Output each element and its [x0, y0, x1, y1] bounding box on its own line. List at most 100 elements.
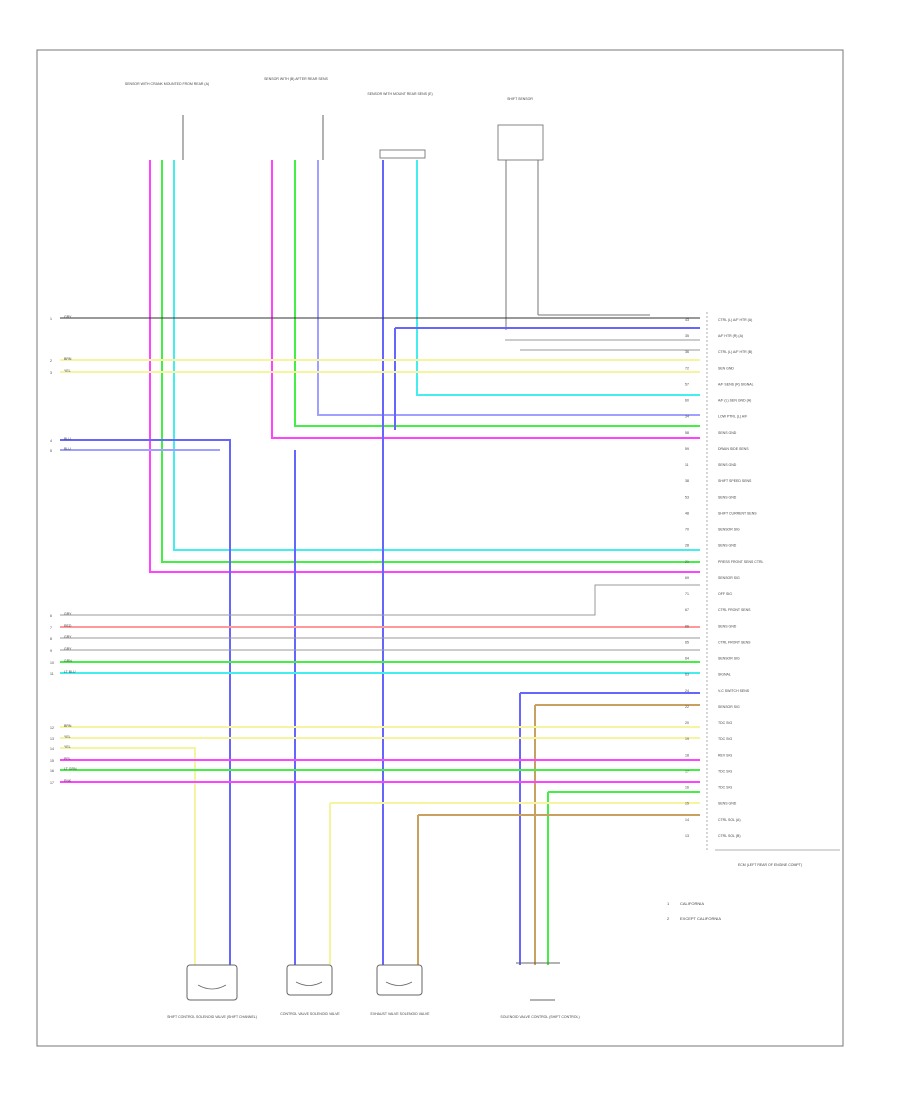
- ecm-pin-label: SENS GND: [718, 431, 737, 435]
- ecm-pin-label: SENS GND: [718, 544, 737, 548]
- ecm-pin-group: 43 CTRL (L) A/F HTR (A) 35 A/F HTR (R) (A) 3…: [685, 318, 763, 838]
- ecm-pin-label: SENSOR SIG: [718, 705, 740, 709]
- ecm-pin-label: TDC SIG: [718, 737, 732, 741]
- ecm-pin-label: V-C SWITCH SENS: [718, 689, 750, 693]
- ecm-pin-label: CTRL SOL (A): [718, 818, 741, 822]
- ecm-pin-number: 59: [685, 447, 689, 451]
- ecm-pin-number: 71: [685, 592, 689, 596]
- ecm-pin-number: 20: [685, 721, 689, 725]
- left-ref-wire: GRY: [64, 635, 72, 639]
- diagram-border: [36, 49, 844, 1047]
- ecm-pin-number: 13: [685, 834, 689, 838]
- left-ref-wire: GRY: [64, 612, 72, 616]
- left-ref-wire: YEL: [64, 745, 71, 749]
- left-ref-number: 17: [50, 781, 54, 785]
- ecm-pin-number: 36: [685, 350, 689, 354]
- ecm-pin-label: CTRL (L) A/F HTR (B): [718, 350, 752, 354]
- ecm-label: ECM (LEFT REAR OF ENGINE COMPT): [738, 863, 802, 867]
- ecm-pin-number: 35: [685, 334, 689, 338]
- ecm-pin-number: 19: [685, 737, 689, 741]
- ecm-pin-number: 72: [685, 366, 689, 370]
- ecm-pin-label: DRAIN SIDE SENS: [718, 447, 749, 451]
- ecm-pin-number: 43: [685, 318, 689, 322]
- left-ref-wire: GRY: [64, 647, 72, 651]
- ecm-pin-label: SENSOR SIG: [718, 576, 740, 580]
- wire-group: [60, 160, 700, 965]
- legend-key-2: 2: [667, 916, 670, 921]
- ecm-pin-label: OFF SIG: [718, 592, 732, 596]
- left-ref-number: 2: [50, 359, 52, 363]
- component-label: SHIFT CONTROL SOLENOID VALVE (SHIFT CHAN…: [167, 1015, 257, 1019]
- ecm-pin-label: SENS GND: [718, 624, 737, 628]
- ecm-pin-number: 11: [685, 463, 689, 467]
- left-ref-wire: GRN: [64, 659, 72, 663]
- ecm-pin-number: 38: [685, 479, 689, 483]
- ecm-pin-number: 66: [685, 624, 689, 628]
- left-ref-number: 13: [50, 737, 54, 741]
- left-ref-number: 15: [50, 759, 54, 763]
- ecm-pin-number: 28: [685, 544, 689, 548]
- left-ref-wire: BLU: [64, 437, 71, 441]
- left-ref-wire: YEL: [64, 735, 71, 739]
- ecm-pin-number: 22: [685, 705, 689, 709]
- left-ref-number: 16: [50, 769, 54, 773]
- ecm-pin-number: 48: [685, 511, 689, 515]
- ecm-pin-label: PRESS FRONT SENS CTRL: [718, 560, 763, 564]
- ecm-pin-label: REV SIG: [718, 753, 732, 757]
- left-ref-number: 5: [50, 449, 52, 453]
- component-label: SOLENOID VALVE CONTROL (SHIFT CONTROL): [500, 1015, 579, 1019]
- wire-sensor3-cyan: [416, 160, 700, 396]
- left-ref-number: 1: [50, 317, 52, 321]
- ecm-pin-label: A/F (L) SEN GND (A): [718, 399, 751, 403]
- wire-sensor2-green: [294, 160, 700, 427]
- ecm-pin-label: TDC SIG: [718, 769, 732, 773]
- wire-sensor2-magenta: [271, 160, 700, 439]
- left-ref-wire: LT BLU: [64, 670, 76, 674]
- ecm-pin-label: CTRL FRONT SENS: [718, 640, 751, 644]
- left-ref-wire: PNK: [64, 779, 72, 783]
- ecm-pin-number: 16: [685, 786, 689, 790]
- left-ref-wire: BRN: [64, 724, 72, 728]
- ecm-pin-label: SEN GND: [718, 366, 734, 370]
- ecm-pin-label: CTRL (L) A/F HTR (A): [718, 318, 752, 322]
- ecm-pin-label: A/F HTR (R) (A): [718, 334, 743, 338]
- component-exhaust-valve: [376, 964, 423, 996]
- left-ref-number: 8: [50, 637, 52, 641]
- left-ref-wire: PPL: [64, 757, 71, 761]
- left-ref-wire: YEL: [64, 369, 71, 373]
- ecm-pin-label: SENS GND: [718, 802, 737, 806]
- ecm-pin-number: 63: [685, 673, 689, 677]
- legend-label-2: EXCEPT CALIFORNIA: [680, 916, 721, 921]
- legend-key-1: 1: [667, 901, 670, 906]
- legend-label-1: CALIFORNIA: [680, 901, 704, 906]
- ecm-pin-number: 18: [685, 753, 689, 757]
- ecm-pin-label: SHIFT SPEED SENS: [718, 479, 752, 483]
- legend: 1 CALIFORNIA 2 EXCEPT CALIFORNIA: [667, 901, 721, 921]
- ecm-pin-number: 64: [685, 657, 689, 661]
- ecm-pin-label: SIGNAL: [718, 673, 731, 677]
- wire-mid-gray: [60, 584, 700, 616]
- ecm-pin-label: SENSOR SIG: [718, 657, 740, 661]
- left-ref-number: 4: [50, 439, 52, 443]
- sensor-label: SENSOR WITH CRANK MOUNTED FROM REAR (A): [125, 82, 209, 86]
- left-ref-number: 3: [50, 371, 52, 375]
- left-ref-wire: GRY: [64, 315, 72, 319]
- wire-sensor1-green: [161, 160, 700, 563]
- left-ref-wire: RED: [64, 624, 72, 628]
- left-ref-number: 9: [50, 649, 52, 653]
- left-ref-wire: BLU: [64, 447, 71, 451]
- ecm-pin-number: 21: [685, 560, 689, 564]
- left-ref-number: 12: [50, 726, 54, 730]
- ecm-pin-number: 65: [685, 640, 689, 644]
- sensor-label: SENSOR WITH MOUNT REAR SENS (E): [367, 92, 432, 96]
- component-control-valve: [286, 964, 333, 996]
- left-ref-number: 10: [50, 661, 54, 665]
- wire-bot-yellow-3: [60, 747, 196, 965]
- component-label: EXHAUST VALVE SOLENOID VALVE: [370, 1012, 430, 1016]
- ecm-pin-label: SHIFT CURRENT SENS: [718, 511, 757, 515]
- wire-sensor1-cyan: [173, 160, 700, 551]
- ecm-pin-number: 57: [685, 382, 689, 386]
- ecm-pin-number: 60: [685, 399, 689, 403]
